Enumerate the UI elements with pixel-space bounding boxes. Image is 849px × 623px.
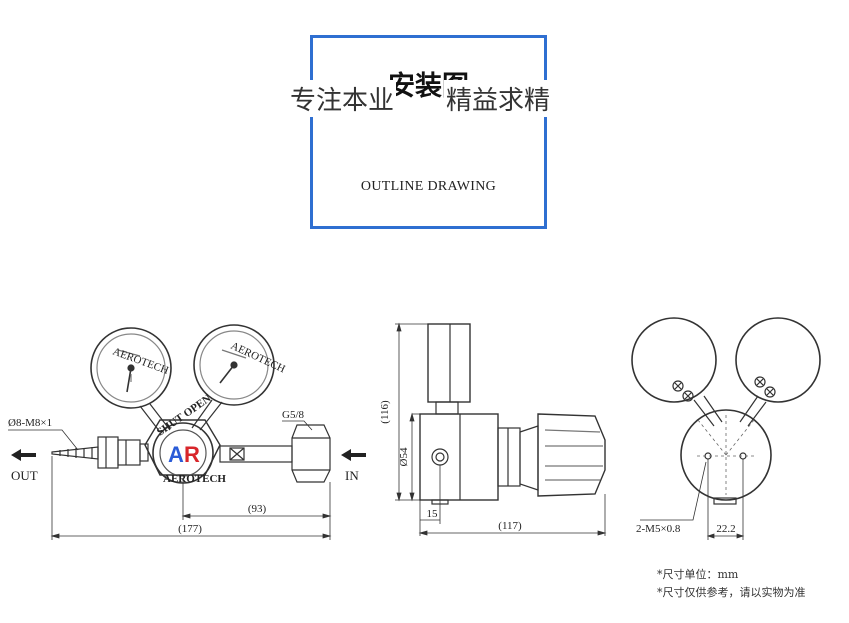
knob-ring-bottom: AEROTECH <box>163 473 226 485</box>
hole-spacing-label: 22.2 <box>716 523 735 535</box>
mount-holes-label: 2-M5×0.8 <box>636 523 681 535</box>
note-disclaimer: *尺寸仅供参考，请以实物为准 <box>657 586 806 599</box>
slogan-right: 精益求精 <box>444 80 553 117</box>
regulator-body: SHUT OPEN AEROTECH A R <box>144 392 226 485</box>
out-arrow <box>11 449 36 461</box>
brand-logo-r: R <box>184 442 200 467</box>
front-dimensions <box>50 456 332 540</box>
side-dimensions <box>395 322 607 536</box>
in-label: IN <box>345 468 359 483</box>
dim-body: Ø54 <box>398 447 410 466</box>
subtitle-outline-drawing: OUTLINE DRAWING <box>360 179 497 194</box>
inlet-thread-label: G5/8 <box>282 409 305 421</box>
brand-logo-a: A <box>168 442 184 467</box>
dim-offset: 15 <box>427 508 439 520</box>
dim-height: (116) <box>379 400 391 424</box>
dim-length: (117) <box>498 520 522 532</box>
right-gauge: AEROTECH <box>193 324 287 406</box>
inlet-fitting <box>219 424 331 483</box>
slogan-left: 专注本业 <box>288 80 397 117</box>
title-frame: 安装图 OUTLINE DRAWING <box>310 35 547 229</box>
out-label: OUT <box>11 468 38 483</box>
in-arrow <box>341 449 366 461</box>
right-gauge-brand: AEROTECH <box>229 340 287 376</box>
dim-inlet: (93) <box>248 503 267 515</box>
outlet-fitting <box>51 436 149 469</box>
back-dimensions <box>640 459 745 540</box>
back-view: 2-M5×0.8 22.2 <box>631 317 821 540</box>
left-gauge: AEROTECH <box>90 327 172 409</box>
left-gauge-brand: AEROTECH <box>111 346 170 377</box>
note-unit: *尺寸单位：mm <box>657 568 739 581</box>
outlet-thread-label: Ø8-M8×1 <box>8 417 52 429</box>
front-view: AEROTECH AEROTECH SHUT OPEN AEROTECH A R <box>8 324 366 540</box>
dim-total: (177) <box>178 523 202 535</box>
side-view: (116) Ø54 15 (117) <box>379 322 607 536</box>
